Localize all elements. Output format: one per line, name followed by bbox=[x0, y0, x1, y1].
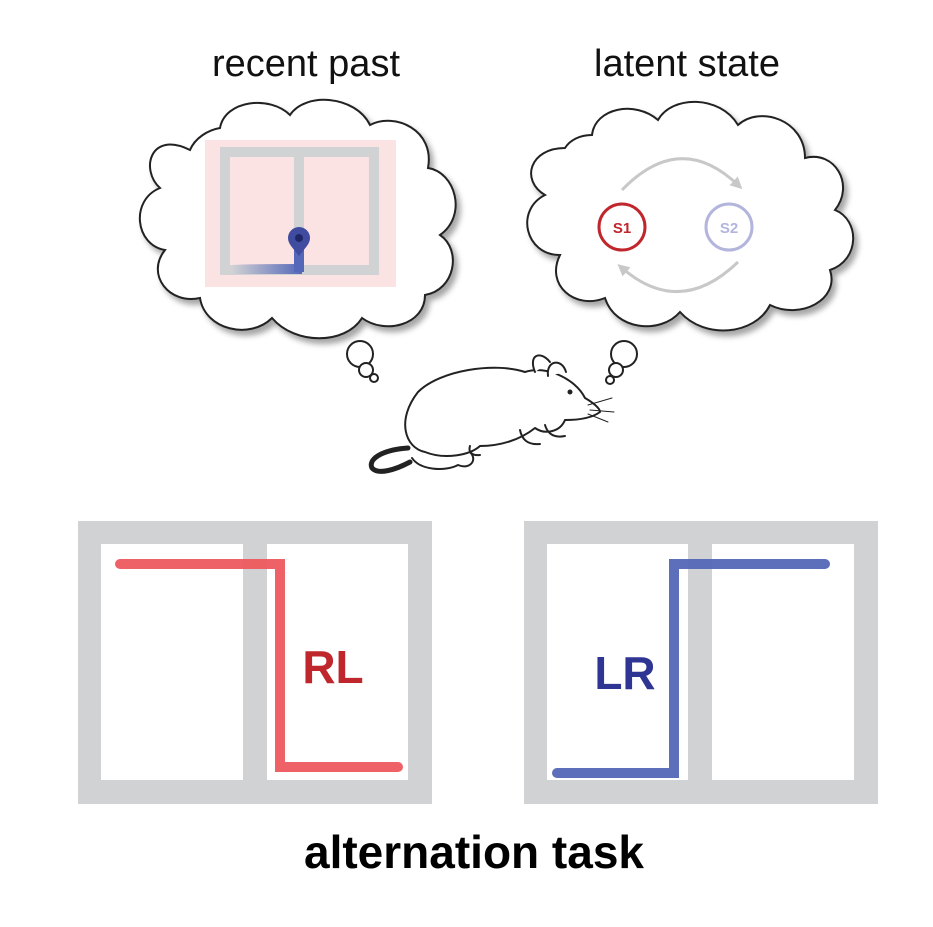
latent-state-thought-bubbles bbox=[605, 340, 638, 385]
recent-past-thought-bubbles bbox=[346, 340, 379, 383]
latent-state-diagram: S1 S2 bbox=[597, 157, 754, 293]
rat-illustration bbox=[368, 354, 615, 474]
map-pin-icon bbox=[288, 227, 310, 256]
recent-past-maze bbox=[205, 140, 396, 287]
transition-s2-to-s1-arrow bbox=[617, 260, 740, 293]
maze-rl: RL bbox=[78, 521, 432, 804]
state-s2-node bbox=[704, 202, 754, 252]
route-lr-label: LR bbox=[594, 647, 655, 699]
state-s1-label: S1 bbox=[613, 220, 631, 237]
figure-caption: alternation task bbox=[304, 826, 644, 878]
state-s2-label: S2 bbox=[720, 220, 738, 237]
state-s1-node bbox=[597, 202, 647, 252]
route-rl-path bbox=[115, 559, 403, 772]
transition-s1-to-s2-arrow bbox=[620, 157, 743, 192]
maze-lr: LR bbox=[524, 521, 878, 804]
recent-past-title: recent past bbox=[212, 43, 400, 85]
latent-state-cloud-icon bbox=[526, 100, 855, 332]
latent-state-title: latent state bbox=[594, 43, 780, 85]
route-lr-path bbox=[552, 559, 830, 778]
route-rl-label: RL bbox=[302, 641, 363, 693]
